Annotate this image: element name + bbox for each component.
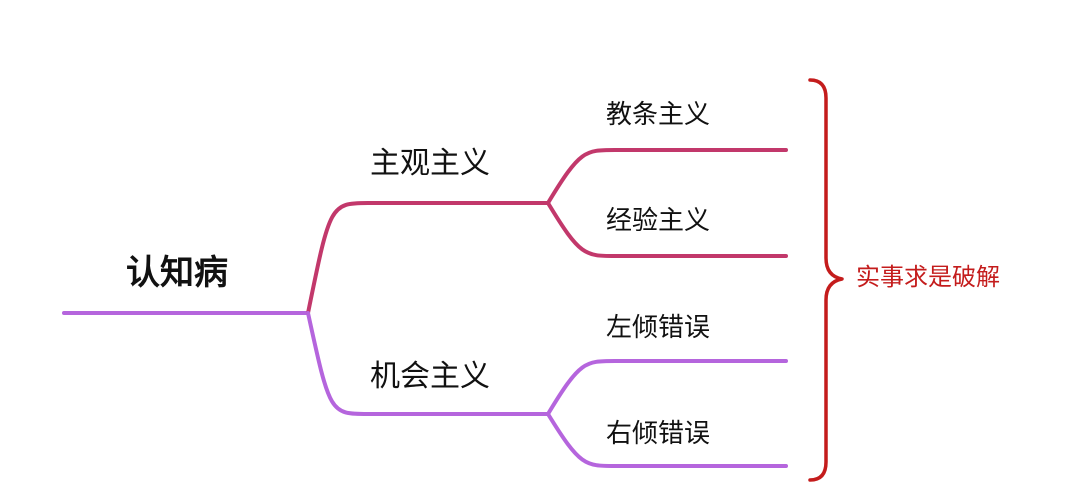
- leaf-connector-right-deviation: [546, 412, 788, 468]
- solution-label: 实事求是破解: [856, 263, 1000, 291]
- branch-label-opportunism: 机会主义: [370, 359, 490, 394]
- branch-label-subjectivism: 主观主义: [370, 146, 490, 181]
- leaf-label-empiricism: 经验主义: [606, 206, 711, 236]
- root-node-label: 认知病: [126, 253, 228, 293]
- branch-connector-subjectivism: [306, 201, 550, 315]
- branch-connector-opportunism: [306, 311, 550, 416]
- leaf-label-left-deviation: 左倾错误: [606, 313, 711, 343]
- leaf-label-dogmatism: 教条主义: [606, 100, 711, 130]
- curly-bracket: [808, 78, 844, 482]
- leaf-label-right-deviation: 右倾错误: [606, 419, 711, 449]
- leaf-connector-left-deviation: [546, 359, 788, 416]
- leaf-connector-dogmatism: [546, 148, 788, 205]
- leaf-connector-empiricism: [546, 201, 788, 258]
